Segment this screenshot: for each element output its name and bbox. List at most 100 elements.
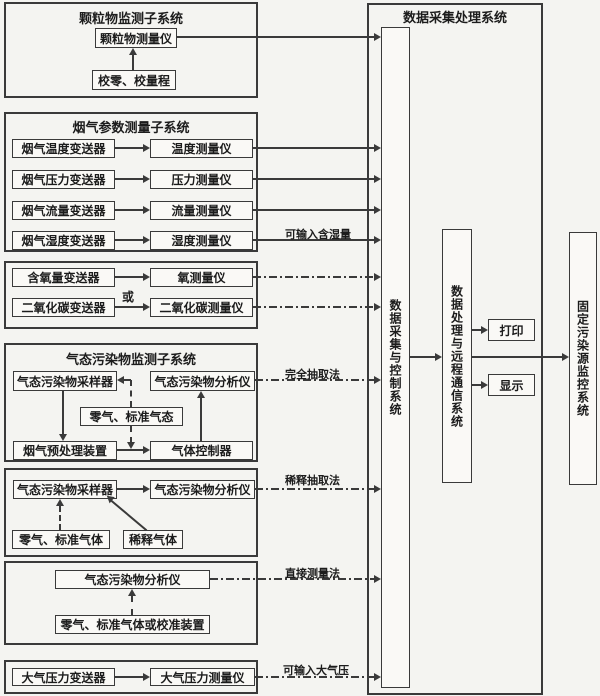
daq-control-system-label: 数据采集与控制系统 — [388, 299, 402, 416]
connector-comm-to-monitoring — [472, 356, 562, 358]
connector-co2 — [115, 306, 143, 308]
arrowhead-particulate-to-daq — [374, 33, 381, 41]
oxygen-transmitter-box: 含氧量变送器 — [12, 268, 115, 287]
arrowhead-temp — [143, 144, 150, 152]
arrowhead-humidity — [143, 236, 150, 244]
dilution-gas-box: 稀释气体 — [123, 530, 183, 549]
processing-comm-system-label: 数据处理与远程通信系统 — [449, 284, 464, 428]
arrowhead-direct-to-daq — [374, 575, 381, 583]
atm-pressure-meter-box: 大气压力测量仪 — [150, 668, 255, 686]
arrowhead-pressure-to-daq — [374, 175, 381, 183]
connector-direct-to-daq — [210, 578, 374, 580]
dashed-dilution-zerogas — [59, 506, 61, 530]
arrowhead-pretreatment-to-controller — [143, 446, 150, 454]
arrowhead-oxygen — [143, 273, 150, 281]
full-extraction-label: 完全抽取法 — [285, 369, 340, 381]
connector-controller-to-analyzer — [200, 398, 202, 441]
dashed-zerogas-up — [130, 380, 132, 407]
gaseous-subsystem-title: 气态污染物监测子系统 — [65, 352, 196, 367]
co2-meter-box: 二氧化碳测量仪 — [150, 298, 253, 317]
connector-full-extraction-to-daq — [255, 379, 374, 381]
connector-dilution-sampler-to-analyzer — [117, 488, 143, 490]
arrowhead-controller-to-analyzer — [197, 391, 205, 398]
arrowhead-zerogas-to-sampler — [117, 376, 124, 384]
connector-comm-to-display — [472, 384, 481, 386]
gaseous-sampler-box: 气态污染物采样器 — [13, 371, 117, 391]
temp-meter-box: 温度测量仪 — [150, 139, 253, 158]
arrowhead-dilution-to-daq — [374, 485, 381, 493]
flow-meter-box: 流量测量仪 — [150, 201, 253, 220]
arrowhead-direct-zerogas — [128, 589, 136, 596]
connector-flow-to-daq — [253, 209, 374, 211]
print-box: 打印 — [488, 319, 535, 341]
direct-zero-gas-box: 零气、标准气体或校准装置 — [55, 615, 210, 634]
arrowhead-humidity-to-daq — [374, 236, 381, 244]
pressure-meter-box: 压力测量仪 — [150, 170, 253, 189]
connector-comm-to-print — [472, 329, 481, 331]
connector-daq-to-comm — [410, 356, 435, 358]
connector-particulate-to-daq — [177, 36, 374, 38]
connector-atm-pressure-to-daq — [255, 676, 374, 678]
connector-dilution-to-daq — [255, 488, 374, 490]
gaseous-subsystem-box — [4, 343, 258, 462]
connector-co2-to-daq — [253, 306, 374, 308]
dilution-sampler-box: 气态污染物采样器 — [13, 480, 117, 499]
dilution-subsystem-box — [4, 468, 258, 557]
zero-standard-gas-box: 零气、标准气态 — [80, 407, 183, 426]
particulate-subsystem-box — [4, 2, 258, 98]
dashed-zerogas-stub — [124, 379, 131, 381]
arrowhead-sampler-to-pretreatment — [59, 434, 67, 441]
temp-transmitter-box: 烟气温度变送器 — [12, 139, 115, 158]
arrowhead-oxygen-to-daq — [374, 273, 381, 281]
arrowhead-temp-to-daq — [374, 144, 381, 152]
connector-atm-pressure — [115, 676, 143, 678]
pressure-transmitter-box: 烟气压力变送器 — [12, 170, 115, 189]
flue-params-subsystem-box — [4, 112, 258, 252]
connector-sampler-to-pretreatment — [62, 391, 64, 434]
gas-controller-box: 气体控制器 — [150, 441, 253, 460]
arrowhead-daq-to-comm — [435, 353, 442, 361]
oxygen-meter-box: 氧测量仪 — [150, 268, 253, 287]
dilution-analyzer-box: 气态污染物分析仪 — [150, 480, 255, 499]
dilution-zero-gas-box: 零气、标准气体 — [12, 530, 110, 549]
arrowhead-pressure — [143, 175, 150, 183]
connector-flow — [115, 209, 143, 211]
dashed-direct-zerogas — [131, 596, 133, 615]
arrowhead-comm-to-print — [481, 326, 488, 334]
arrowhead-co2-to-daq — [374, 303, 381, 311]
particulate-subsystem-title: 颗粒物监测子系统 — [78, 11, 183, 26]
flue-params-subsystem-title: 烟气参数测量子系统 — [72, 120, 190, 135]
connector-pressure-to-daq — [253, 178, 374, 180]
direct-measurement-label: 直接测量法 — [285, 568, 340, 580]
data-processing-system-title: 数据采集处理系统 — [402, 10, 507, 25]
connector-cal-to-analyzer — [132, 55, 134, 70]
arrowhead-full-extraction-to-daq — [374, 376, 381, 384]
data-processing-system-box — [367, 3, 543, 695]
humidity-meter-box: 湿度测量仪 — [150, 231, 253, 250]
particulate-analyzer-box: 颗粒物测量仪 — [95, 28, 177, 48]
connector-oxygen-to-daq — [253, 276, 374, 278]
flow-transmitter-box: 烟气流量变送器 — [12, 201, 115, 220]
arrowhead-dilution-sampler-to-analyzer — [143, 485, 150, 493]
gaseous-analyzer-box: 气态污染物分析仪 — [150, 371, 255, 391]
dilution-extraction-label: 稀释抽取法 — [285, 475, 340, 487]
atm-pressure-input-label: 可输入大气压 — [283, 665, 349, 677]
connector-temp-to-daq — [253, 147, 374, 149]
arrowhead-atm-pressure-to-daq — [374, 673, 381, 681]
processing-comm-system-box: 数据处理与远程通信系统 — [442, 229, 472, 483]
display-box: 显示 — [488, 374, 535, 396]
co2-transmitter-box: 二氧化碳变送器 — [12, 298, 115, 317]
pretreatment-box: 烟气预处理装置 — [13, 441, 117, 460]
pollution-source-monitoring-label: 固定污染源监控系统 — [575, 300, 590, 417]
arrowhead-comm-to-display — [481, 381, 488, 389]
arrowhead-cal-to-analyzer — [129, 48, 137, 55]
oxygen-co2-subsystem-box — [4, 261, 258, 329]
direct-analyzer-box: 气态污染物分析仪 — [55, 570, 210, 589]
arrowhead-comm-to-monitoring — [562, 353, 569, 361]
arrowhead-co2 — [143, 303, 150, 311]
daq-control-system-box: 数据采集与控制系统 — [381, 27, 410, 688]
arrowhead-flow — [143, 206, 150, 214]
humidity-transmitter-box: 烟气湿度变送器 — [12, 231, 115, 250]
connector-temp — [115, 147, 143, 149]
